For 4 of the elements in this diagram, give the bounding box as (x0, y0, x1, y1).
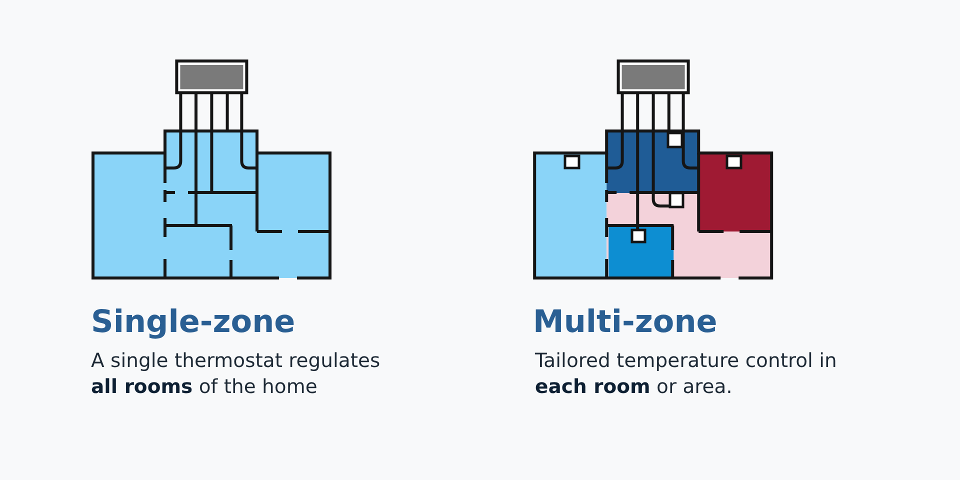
section-heading: Single-zone (91, 306, 296, 338)
description-text: Tailored temperature control in each room or area. (535, 348, 838, 400)
section-heading: Multi-zone (533, 306, 718, 338)
description-text: A single thermostat regulates all rooms of the home (91, 348, 382, 400)
